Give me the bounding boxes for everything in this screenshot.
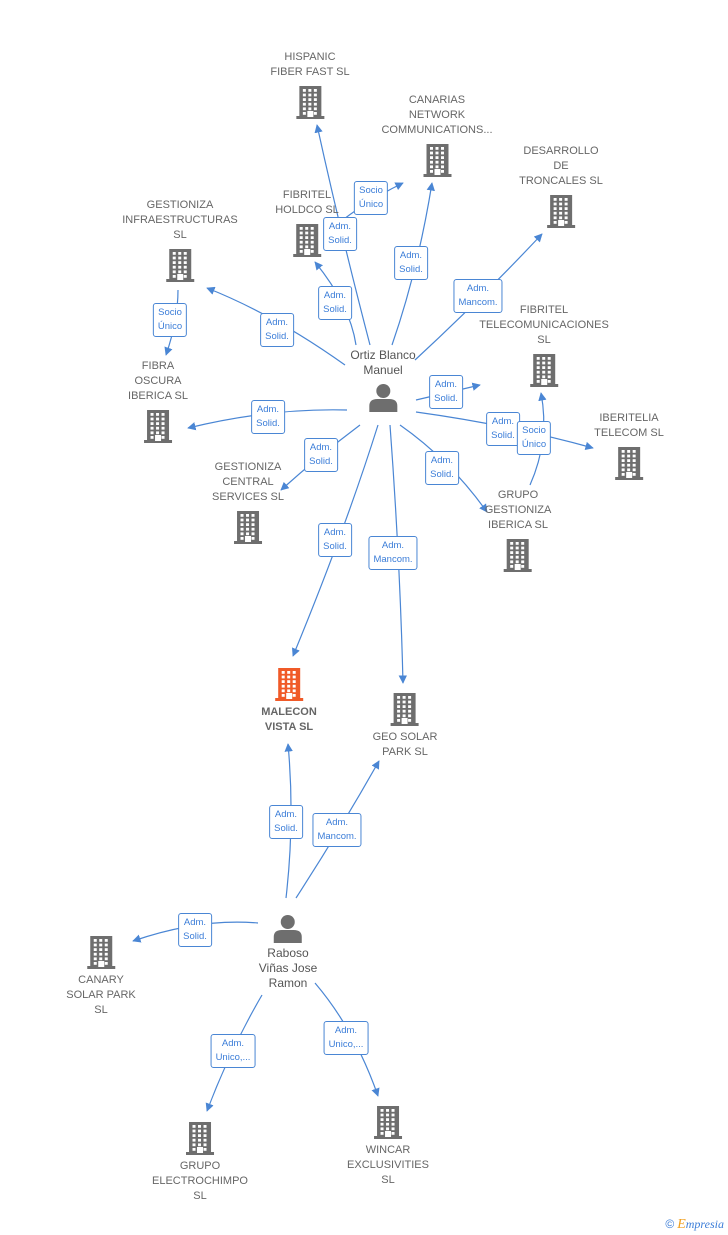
- node-fibritel_tel[interactable]: FIBRITEL TELECOMUNICACIONES SL: [479, 303, 609, 388]
- node-label: GEO SOLAR PARK SL: [372, 731, 438, 758]
- node-label: IBERITELIA TELECOM SL: [594, 412, 664, 439]
- edge-label-ortiz-to-hispanic: Adm. Solid.: [323, 217, 357, 251]
- node-label: GRUPO ELECTROCHIMPO SL: [152, 1160, 248, 1202]
- node-label: HISPANIC FIBER FAST SL: [270, 51, 350, 78]
- node-geo_solar[interactable]: GEO SOLAR PARK SL: [372, 691, 438, 760]
- node-hispanic[interactable]: HISPANIC FIBER FAST SL: [270, 50, 350, 120]
- building-icon: [347, 1104, 429, 1140]
- edge-label-raboso-to-malecon: Adm. Solid.: [269, 805, 303, 839]
- node-grupo_electro[interactable]: GRUPO ELECTROCHIMPO SL: [152, 1120, 248, 1204]
- node-desarrollo[interactable]: DESARROLLO DE TRONCALES SL: [519, 144, 603, 229]
- node-raboso[interactable]: Raboso Viñas Jose Ramon: [259, 913, 317, 991]
- building-icon: [373, 691, 438, 727]
- node-label: FIBRA OSCURA IBERICA SL: [128, 360, 188, 402]
- building-icon: [519, 193, 603, 229]
- edge-label-ortiz-to-gestioniza_central: Adm. Solid.: [304, 438, 338, 472]
- node-canarias[interactable]: CANARIAS NETWORK COMMUNICATIONS...: [381, 93, 493, 178]
- edge-label-ortiz-to-fibritel_tel: Adm. Solid.: [429, 375, 463, 409]
- building-icon: [152, 1120, 248, 1156]
- building-icon: [261, 666, 317, 702]
- node-grupo_gestioniza[interactable]: GRUPO GESTIONIZA IBERICA SL: [484, 488, 552, 573]
- node-gestioniza_central[interactable]: GESTIONIZA CENTRAL SERVICES SL: [212, 460, 284, 545]
- node-malecon[interactable]: MALECON VISTA SL: [261, 666, 317, 735]
- node-label: Raboso Viñas Jose Ramon: [258, 946, 318, 990]
- building-icon: [594, 445, 664, 481]
- edge-label-grupo_gestioniza-to-fibritel_tel: Socio Único: [516, 421, 552, 455]
- edge-label-ortiz-to-malecon: Adm. Solid.: [318, 523, 352, 557]
- brand-logo-initial: E: [677, 1217, 686, 1232]
- node-label: CANARIAS NETWORK COMMUNICATIONS...: [381, 94, 493, 136]
- node-label: CANARY SOLAR PARK SL: [66, 974, 136, 1016]
- edge-label-ortiz-to-fibritel_holdco: Adm. Solid.: [318, 286, 352, 320]
- building-icon: [381, 142, 492, 178]
- node-label: DESARROLLO DE TRONCALES SL: [519, 145, 603, 187]
- node-label: MALECON VISTA SL: [261, 706, 317, 733]
- edge-label-ortiz-to-desarrollo: Adm. Mancom.: [453, 279, 503, 313]
- edge-label-raboso-to-wincar: Adm. Unico,...: [323, 1021, 369, 1055]
- edge-label-ortiz-to-gestioniza_infra: Adm. Solid.: [260, 313, 294, 347]
- node-label: GRUPO GESTIONIZA IBERICA SL: [484, 489, 552, 531]
- node-wincar[interactable]: WINCAR EXCLUSIVITIES SL: [347, 1104, 429, 1188]
- edge-label-ortiz-to-fibra_oscura: Adm. Solid.: [251, 400, 285, 434]
- person-icon: [259, 913, 317, 943]
- brand-logo-text: mpresia: [685, 1217, 724, 1231]
- building-icon: [66, 934, 136, 970]
- node-fibritel_holdco[interactable]: FIBRITEL HOLDCO SL: [275, 188, 339, 258]
- node-fibra_oscura[interactable]: FIBRA OSCURA IBERICA SL: [128, 359, 188, 444]
- building-icon: [128, 408, 188, 444]
- edge-label-fibritel_holdco-to-canarias: Socio Único: [353, 181, 389, 215]
- edge-label-raboso-to-grupo_electro: Adm. Unico,...: [210, 1034, 256, 1068]
- node-canary_solar[interactable]: CANARY SOLAR PARK SL: [66, 934, 136, 1018]
- node-label: GESTIONIZA INFRAESTRUCTURAS SL: [122, 199, 238, 241]
- brand-footer[interactable]: ©Empresia: [665, 1217, 724, 1233]
- node-label: GESTIONIZA CENTRAL SERVICES SL: [212, 461, 284, 503]
- node-ortiz[interactable]: Ortiz Blanco Manuel: [350, 348, 416, 412]
- edge-label-ortiz-to-canarias: Adm. Solid.: [394, 246, 428, 280]
- building-icon: [270, 84, 349, 120]
- edge-label-ortiz-to-geo_solar: Adm. Mancom.: [368, 536, 418, 570]
- edge-label-gestioniza_infra-to-fibra_oscura: Socio Único: [152, 303, 188, 337]
- building-icon: [485, 537, 552, 573]
- node-gestioniza_infra[interactable]: GESTIONIZA INFRAESTRUCTURAS SL: [122, 198, 238, 283]
- edge-label-ortiz-to-iberitelia: Adm. Solid.: [486, 412, 520, 446]
- building-icon: [122, 247, 238, 283]
- edge-label-raboso-to-geo_solar: Adm. Mancom.: [312, 813, 362, 847]
- edge-label-raboso-to-canary_solar: Adm. Solid.: [178, 913, 212, 947]
- node-label: FIBRITEL HOLDCO SL: [275, 189, 339, 216]
- node-label: Ortiz Blanco Manuel: [350, 348, 416, 377]
- building-icon: [275, 222, 339, 258]
- building-icon: [212, 509, 284, 545]
- node-iberitelia[interactable]: IBERITELIA TELECOM SL: [594, 411, 664, 481]
- node-label: WINCAR EXCLUSIVITIES SL: [347, 1144, 429, 1186]
- node-label: FIBRITEL TELECOMUNICACIONES SL: [479, 304, 609, 346]
- building-icon: [479, 352, 609, 388]
- person-icon: [350, 382, 415, 412]
- copyright-symbol: ©: [665, 1217, 675, 1231]
- edge-label-ortiz-to-grupo_gestioniza: Adm. Solid.: [425, 451, 459, 485]
